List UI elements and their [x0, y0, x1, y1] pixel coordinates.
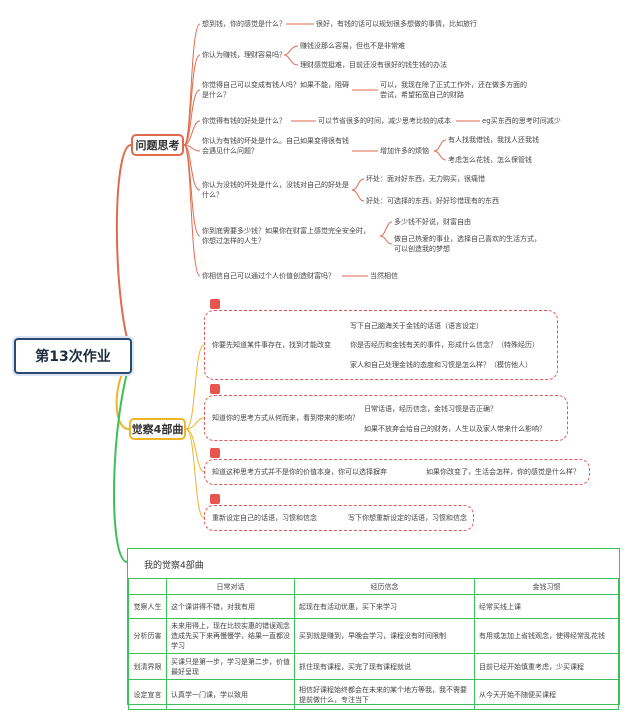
awareness-tag-1: [210, 299, 220, 309]
answer-6b[interactable]: 好处：可选择的东西，好好珍惜现有的东西: [366, 197, 499, 205]
question-7[interactable]: 你到底需要多少钱？如果你在财富上感觉完全安全时，你想过怎样的人生？: [202, 227, 370, 245]
table-cell: 目前已经开始慎重考虑，少买课程: [474, 653, 619, 680]
question-6[interactable]: 你认为没钱的坏处是什么，没钱对自己的好处是什么？: [202, 181, 349, 199]
topic-awareness[interactable]: 觉察4部曲: [129, 418, 186, 440]
answer-1[interactable]: 很好，有钱的话可以规划很多想做的事情，比如旅行: [316, 20, 477, 28]
table-cell: 认真学一门课，学以致用: [166, 679, 295, 710]
table-cell: 抓住现有课程，买完了现有课程就说: [294, 653, 475, 680]
awareness-tag-3: [210, 448, 220, 458]
answer-8[interactable]: 当然相信: [370, 272, 398, 280]
table-row-label: 设定宣言: [128, 679, 167, 710]
root-node[interactable]: 第13次作业: [14, 338, 132, 374]
table-row: 觉察人生 这个课讲得不错，对我有用 起现在有活动优惠，买下来学习 经常买线上课: [128, 594, 619, 619]
answer-5[interactable]: 增加许多的烦恼: [380, 147, 429, 155]
table-cell: 从今天开始不随便买课程: [474, 679, 619, 710]
table-cell: 相信好课程始终都会在未来的某个地方等我，我不需要提前做什么，专注当下: [294, 679, 475, 710]
table-cell: 有用或怎加上省钱观念，使得经常乱花钱: [474, 618, 619, 654]
awareness-2-item-1[interactable]: 日常话语，经历信念，金钱习惯是否正确？: [364, 405, 497, 413]
awareness-block-3: [204, 459, 590, 485]
table-row: 设定宣言 认真学一门课，学以致用 相信好课程始终都会在未来的某个地方等我，我不需…: [128, 679, 619, 710]
awareness-tag-4: [210, 494, 220, 504]
question-4[interactable]: 你觉得有钱的好处是什么？: [202, 117, 286, 125]
topic-questions[interactable]: 问题思考: [131, 134, 184, 156]
question-3[interactable]: 你觉得自己可以变成有钱人吗？如果不能，阻碍是什么？: [202, 81, 349, 99]
awareness-1-item-2[interactable]: 你是否经历和金钱有关的事件，形成什么信念？（特殊经历）: [350, 341, 539, 349]
answer-7a[interactable]: 多少钱不好说，财富自由: [394, 218, 471, 226]
table-title: 我的觉察4部曲: [144, 561, 204, 571]
awareness-4-summary[interactable]: 重新设定自己的话语，习惯和信念: [212, 514, 317, 522]
awareness-2-summary[interactable]: 知道你的思考方式从何而来，看到带来的影响？: [212, 414, 359, 422]
table-header-cell: 金钱习惯: [474, 578, 619, 595]
answer-5b[interactable]: 考虑怎么花钱，怎么保管钱: [448, 156, 532, 164]
question-1[interactable]: 想到钱，你的感觉是什么？: [202, 20, 286, 28]
answer-5a[interactable]: 有人找我借钱，我找人还我钱: [448, 136, 539, 144]
awareness-block-2: [204, 395, 568, 441]
answer-6a[interactable]: 坏处：面对好东西，无力购买，很痛惜: [366, 175, 485, 183]
awareness-tag-2: [210, 384, 220, 394]
answer-2a[interactable]: 赚钱没那么容易，但也不是非常难: [300, 42, 405, 50]
table-row-label: 划清界限: [128, 653, 167, 680]
awareness-3-item-1[interactable]: 如果你改变了，生活会怎样，你的感觉是什么样？: [426, 468, 580, 476]
table-cell: 未来用得上，现在比较实惠的错误观念造成先买下来再慢慢学，结果一直都没学习: [166, 618, 295, 654]
answer-4-example[interactable]: eg买东西的思考时间减少: [482, 117, 561, 125]
question-2[interactable]: 你认为赚钱，理财容易吗？: [202, 51, 286, 59]
table-row: 分析历害 未来用得上，现在比较实惠的错误观念造成先买下来再慢慢学，结果一直都没学…: [128, 618, 619, 654]
question-5[interactable]: 你认为有钱的坏处是什么。自己如果变得很有钱会遇见什么问题？: [202, 137, 349, 155]
awareness-table: 日常对话 经历信念 金钱习惯 觉察人生 这个课讲得不错，对我有用 起现在有活动优…: [128, 578, 619, 710]
awareness-2-item-2[interactable]: 如果不放弃会给自己的财务，人生以及家人带来什么影响？: [364, 425, 546, 433]
table-cell: 这个课讲得不错，对我有用: [166, 594, 295, 619]
table-header-cell: 经历信念: [294, 578, 475, 595]
awareness-table-panel: 我的觉察4部曲 日常对话 经历信念 金钱习惯 觉察人生 这个课讲得不错，对我有用…: [127, 548, 620, 710]
answer-7b[interactable]: 做自己热爱的事业，选择自己喜欢的生活方式，可以创造我的梦想: [394, 235, 541, 253]
table-header-cell: 日常对话: [166, 578, 295, 595]
answer-4[interactable]: 可以节省很多的时间，减少思考比较的成本: [318, 117, 451, 125]
question-8[interactable]: 你相信自己可以通过个人价值创造财富吗？: [202, 272, 335, 280]
table-row-label: 分析历害: [128, 618, 167, 654]
awareness-block-1: [204, 310, 558, 380]
table-cell: 经常买线上课: [474, 594, 619, 619]
awareness-block-4: [204, 505, 474, 531]
answer-3[interactable]: 可以，我现在除了正式工作外，还在做多方面的尝试，希望拓宽自己的财路: [380, 81, 527, 99]
table-row-label: 觉察人生: [128, 594, 167, 619]
awareness-1-summary[interactable]: 你要先知道某件事存在，找到才能改变: [212, 341, 331, 349]
awareness-3-summary[interactable]: 知道这种思考方式并不是你的价值本身，你可以选择摒弃: [212, 468, 387, 476]
answer-2b[interactable]: 理财感觉挺难，目前还没有很好的钱生钱的办法: [300, 61, 447, 69]
awareness-1-item-1[interactable]: 写下自己脑海关于金钱的话语（语言设定）: [350, 322, 483, 330]
table-cell: 买到就是赚到，早晚会学习，课程没有时间限制: [294, 618, 475, 654]
table-row: 划清界限 买课只是第一步，学习是第二步，价值最好呈现 抓住现有课程，买完了现有课…: [128, 653, 619, 680]
awareness-4-item-1[interactable]: 写下你想重新设定的话语，习惯和信念: [348, 514, 467, 522]
table-cell: 起现在有活动优惠，买下来学习: [294, 594, 475, 619]
awareness-1-item-3[interactable]: 家人和自己处理金钱的态度和习惯是怎么样？（模仿他人）: [350, 361, 532, 369]
table-header-cell: [128, 578, 167, 595]
table-cell: 买课只是第一步，学习是第二步，价值最好呈现: [166, 653, 295, 680]
table-header-row: 日常对话 经历信念 金钱习惯: [128, 578, 619, 595]
